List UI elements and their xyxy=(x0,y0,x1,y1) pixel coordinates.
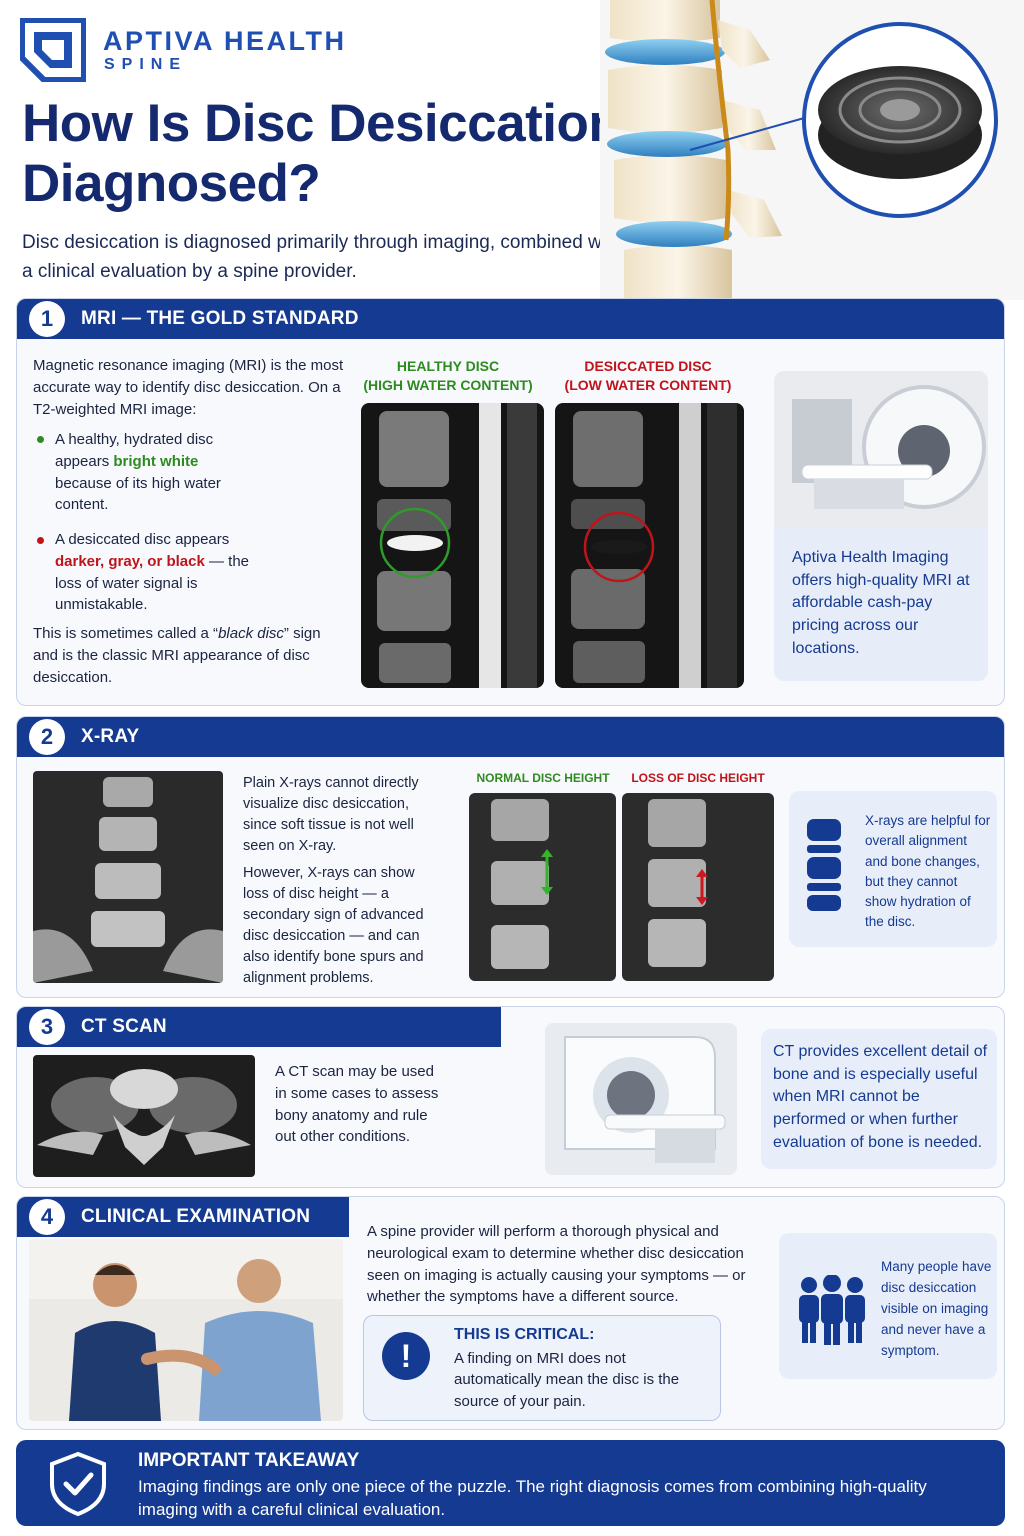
desiccated-caption-line1: DESICCATED DISC xyxy=(584,358,712,374)
mri-bullet-healthy: A healthy, hydrated disc appears bright … xyxy=(55,429,225,516)
xray-paragraph-2: However, X-rays can show loss of disc he… xyxy=(243,865,424,987)
mri-number-badge: 1 xyxy=(29,301,65,337)
clinical-info-card: Many people have disc desiccation visibl… xyxy=(779,1233,997,1379)
mri-closing-pre: This is sometimes called a “ xyxy=(33,625,219,642)
clinical-text: A spine provider will perform a thorough… xyxy=(367,1223,746,1306)
bullet-desiccated-highlight: darker, gray, or black xyxy=(55,552,205,570)
xray-paragraph-1: Plain X-rays cannot directly visualize d… xyxy=(243,775,419,855)
ct-number-badge: 3 xyxy=(29,1009,65,1045)
takeaway-banner: IMPORTANT TAKEAWAY Imaging findings are … xyxy=(16,1440,1005,1526)
green-bullet-icon xyxy=(37,436,44,443)
brand-subtitle: SPINE xyxy=(104,56,188,73)
mri-desiccated-image xyxy=(555,403,744,688)
ct-info-card: CT provides excellent detail of bone and… xyxy=(761,1029,997,1169)
xray-loss-image xyxy=(622,793,774,981)
mri-closing: This is sometimes called a “black disc” … xyxy=(33,623,333,688)
healthy-caption-line1: HEALTHY DISC xyxy=(396,358,500,374)
critical-title: THIS IS CRITICAL: xyxy=(454,1326,595,1343)
mri-header: 1 MRI — THE GOLD STANDARD xyxy=(17,299,1004,339)
clinical-card-text: Many people have disc desiccation visibl… xyxy=(881,1259,992,1358)
desiccated-caption-line2: (LOW WATER CONTENT) xyxy=(564,376,732,393)
mri-card-text: Aptiva Health Imaging offers high-qualit… xyxy=(792,549,970,657)
xray-number-badge: 2 xyxy=(29,719,65,755)
ct-card-text: CT provides excellent detail of bone and… xyxy=(773,1043,988,1151)
xray-header: 2 X-RAY xyxy=(17,717,1004,757)
bullet-desiccated-pre: A desiccated disc appears xyxy=(55,531,230,548)
xray-info-card: X-rays are helpful for overall alignment… xyxy=(789,791,997,947)
xray-section: 2 X-RAY Plain X-rays cannot directly vis… xyxy=(16,716,1005,998)
ct-machine-image xyxy=(545,1023,737,1175)
ct-heading: CT SCAN xyxy=(81,1016,167,1037)
clinical-exam-photo xyxy=(29,1239,343,1421)
xray-spine-image xyxy=(33,771,223,983)
mri-intro: Magnetic resonance imaging (MRI) is the … xyxy=(33,357,344,418)
normal-disc-caption: NORMAL DISC HEIGHT xyxy=(476,771,610,785)
spine-illustration xyxy=(600,0,1024,300)
ct-text: A CT scan may be used in some cases to a… xyxy=(275,1063,439,1146)
red-bullet-icon xyxy=(37,537,44,544)
mri-info-card: Aptiva Health Imaging offers high-qualit… xyxy=(774,371,988,681)
healthy-caption-line2: (HIGH WATER CONTENT) xyxy=(363,376,533,393)
mri-closing-em: black disc xyxy=(218,625,284,642)
ct-header: 3 CT SCAN xyxy=(17,1007,501,1047)
clinical-header: 4 CLINICAL EXAMINATION xyxy=(17,1197,349,1237)
critical-body: A finding on MRI does not automatically … xyxy=(454,1350,680,1410)
takeaway-body: Imaging findings are only one piece of t… xyxy=(138,1477,927,1519)
loss-disc-caption: LOSS OF DISC HEIGHT xyxy=(631,771,765,785)
page-title: How Is Disc Desiccation Diagnosed? xyxy=(22,94,621,214)
bullet-healthy-pre: A healthy, hydrated disc appears xyxy=(55,431,214,470)
clinical-heading: CLINICAL EXAMINATION xyxy=(81,1206,311,1227)
ct-axial-image xyxy=(33,1055,255,1177)
clinical-section: 4 CLINICAL EXAMINATION A spine provider … xyxy=(16,1196,1005,1430)
mri-closing-post: ” sign and is the classic MRI appearance… xyxy=(33,625,321,686)
ct-section: 3 CT SCAN A CT scan may be used in some … xyxy=(16,1006,1005,1188)
xray-heading: X-RAY xyxy=(81,726,140,747)
xray-card-text: X-rays are helpful for overall alignment… xyxy=(865,813,991,930)
mri-heading: MRI — THE GOLD STANDARD xyxy=(81,308,359,329)
takeaway-title: IMPORTANT TAKEAWAY xyxy=(138,1450,360,1471)
xray-normal-image xyxy=(469,793,616,981)
mri-bullet-desiccated: A desiccated disc appears darker, gray, … xyxy=(55,529,269,616)
people-group-icon xyxy=(799,1275,865,1345)
shield-check-icon xyxy=(50,1451,106,1517)
mri-healthy-image xyxy=(361,403,544,688)
vertebrae-icon xyxy=(807,819,841,911)
page-subtitle: Disc desiccation is diagnosed primarily … xyxy=(22,232,622,283)
mri-section: 1 MRI — THE GOLD STANDARD Magnetic reson… xyxy=(16,298,1005,706)
healthy-disc-caption: HEALTHY DISC (HIGH WATER CONTENT) xyxy=(353,357,543,395)
clinical-number-badge: 4 xyxy=(29,1199,65,1235)
bullet-healthy-post: because of its high water content. xyxy=(55,474,221,514)
brand-logo-icon xyxy=(20,18,86,82)
alert-icon: ! xyxy=(382,1332,430,1380)
bullet-healthy-highlight: bright white xyxy=(113,452,199,470)
bullet-desiccated-post: — the loss of water signal is unmistakab… xyxy=(55,552,249,614)
critical-callout: ! THIS IS CRITICAL: A finding on MRI doe… xyxy=(363,1315,721,1421)
mri-machine-image xyxy=(774,371,988,527)
brand-name: APTIVA HEALTH xyxy=(103,26,347,56)
desiccated-disc-caption: DESICCATED DISC (LOW WATER CONTENT) xyxy=(553,357,743,395)
